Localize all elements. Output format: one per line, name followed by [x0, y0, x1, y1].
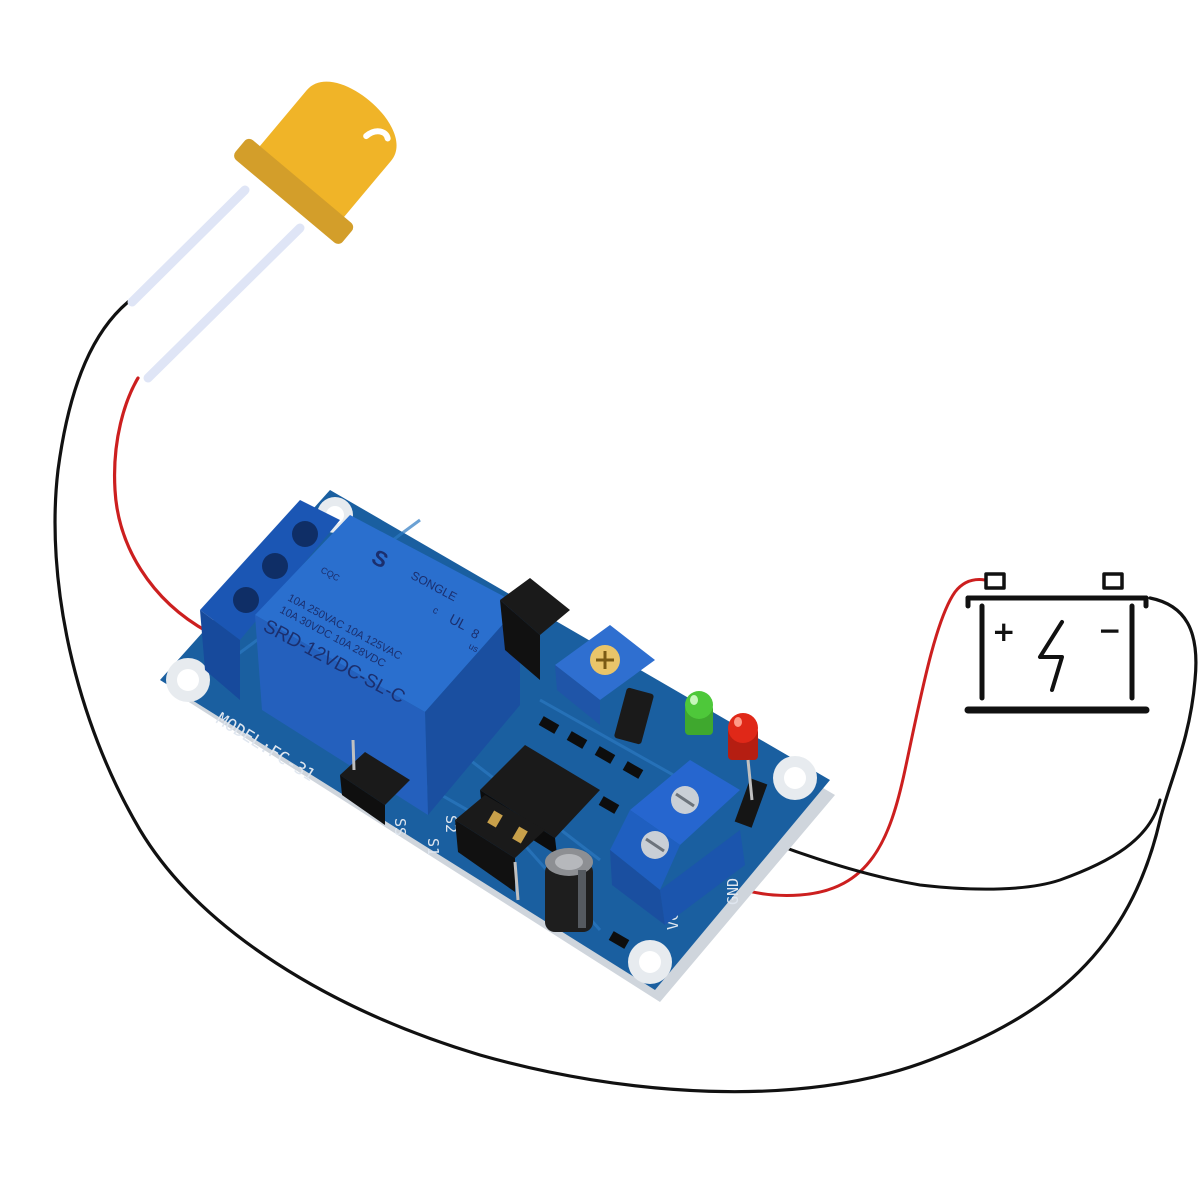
battery-negative-symbol: − [1098, 614, 1121, 647]
jumper-left [340, 739, 410, 825]
battery-body [979, 603, 1135, 701]
pcb-label-s2: S2 [442, 815, 460, 833]
led-rim [234, 138, 354, 244]
lightning-bolt-icon [1038, 620, 1064, 692]
battery-positive-symbol: + [992, 615, 1015, 648]
red-indicator-led [728, 713, 758, 760]
led-dome [258, 81, 397, 219]
battery-icon [964, 572, 1150, 714]
jumper-top [614, 687, 654, 745]
terminal-screw [233, 587, 259, 613]
red-wire-led-to-relay [112, 376, 210, 634]
relay-screw-terminal [200, 500, 340, 700]
smd-components [538, 716, 644, 949]
terminal-screw [292, 521, 318, 547]
battery-terminal-positive [984, 572, 1006, 590]
capacitor [545, 848, 593, 932]
black-wire-loop [53, 300, 1198, 1094]
header-pins [734, 759, 768, 828]
led-highlight [363, 128, 391, 142]
green-indicator-led [685, 691, 713, 735]
led-leg-cathode [127, 185, 250, 307]
potentiometer [555, 625, 655, 725]
black-chip [500, 578, 570, 680]
battery-terminal-negative [1102, 572, 1124, 590]
relay-side [425, 605, 520, 815]
led-icon [127, 81, 397, 383]
relay-module: MODEL:FC-31 SS S1 S2 VCC GND S SONGLE CQ… [160, 490, 835, 1002]
pcb-label-gnd: GND [724, 878, 742, 905]
jumper-pair [455, 795, 545, 901]
terminal-screw [262, 553, 288, 579]
led-leg-anode [143, 223, 305, 383]
relay-cert-ul: UL [447, 611, 471, 634]
relay-top [255, 515, 520, 712]
relay-cert-c: c [431, 605, 441, 617]
power-screw-terminal [610, 760, 745, 925]
pcb-label-s1: S1 [424, 838, 442, 856]
pcb-label-ss: SS [391, 818, 409, 836]
